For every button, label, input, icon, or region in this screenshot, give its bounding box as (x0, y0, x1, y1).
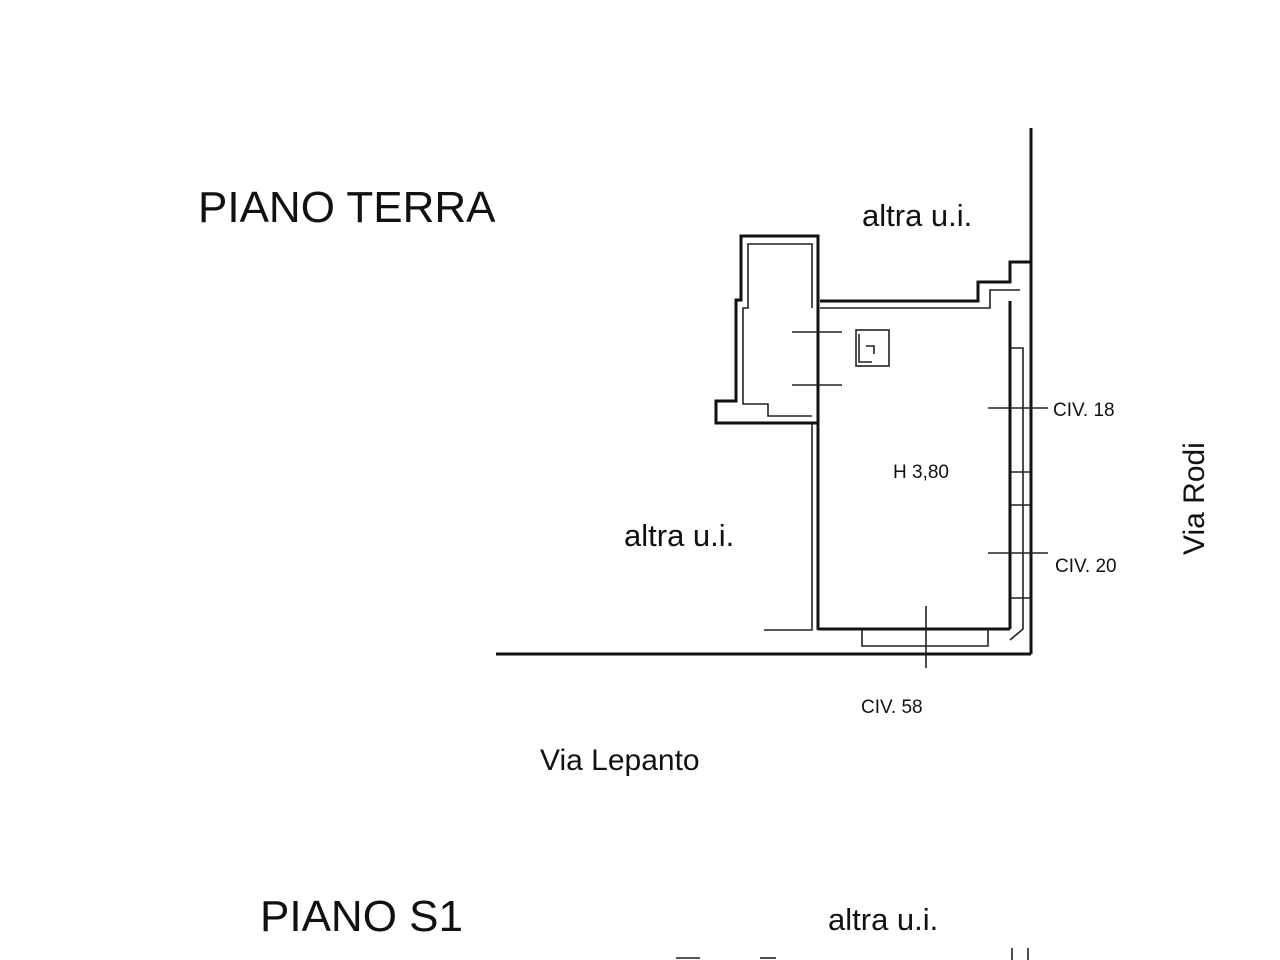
top-boundary-wall (820, 260, 1031, 303)
civ18-label: CIV. 18 (1053, 400, 1115, 421)
left-unit-bottom (764, 622, 813, 631)
stair-wing-inner (742, 243, 813, 417)
via-rodi-label: Via Rodi (1178, 442, 1211, 555)
other-unit-label-top: altra u.i. (862, 198, 972, 233)
basement-floor-title: PIANO S1 (260, 892, 463, 941)
stair-wing-outer (714, 234, 820, 425)
civ58-label: CIV. 58 (861, 697, 923, 718)
room-height-label: H 3,80 (893, 462, 949, 483)
ground-floor-title: PIANO TERRA (198, 183, 496, 232)
other-unit-label-basement: altra u.i. (828, 902, 938, 937)
via-lepanto-label: Via Lepanto (540, 744, 700, 777)
other-unit-label-left: altra u.i. (624, 518, 734, 553)
facade-strip (1009, 347, 1024, 641)
civ20-label: CIV. 20 (1055, 556, 1117, 577)
arrow-icon (866, 345, 875, 354)
storefront-threshold (861, 629, 989, 647)
top-boundary-inner (820, 289, 1020, 309)
fixture-box (855, 329, 890, 367)
